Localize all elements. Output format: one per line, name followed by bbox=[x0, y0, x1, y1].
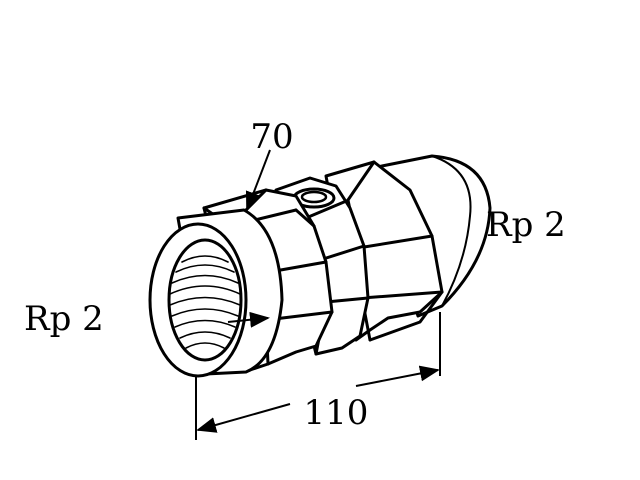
label-thread-right: Rp 2 bbox=[486, 205, 566, 245]
internal-thread bbox=[169, 255, 241, 349]
label-across-flats: 70 bbox=[250, 117, 293, 157]
top-nipple bbox=[292, 187, 336, 209]
left-socket-end bbox=[148, 208, 284, 378]
label-thread-left: Rp 2 bbox=[24, 299, 104, 339]
dimension-overall-length bbox=[195, 312, 441, 440]
label-overall-length: 110 bbox=[304, 393, 369, 433]
dimension-across-flats bbox=[227, 149, 271, 328]
